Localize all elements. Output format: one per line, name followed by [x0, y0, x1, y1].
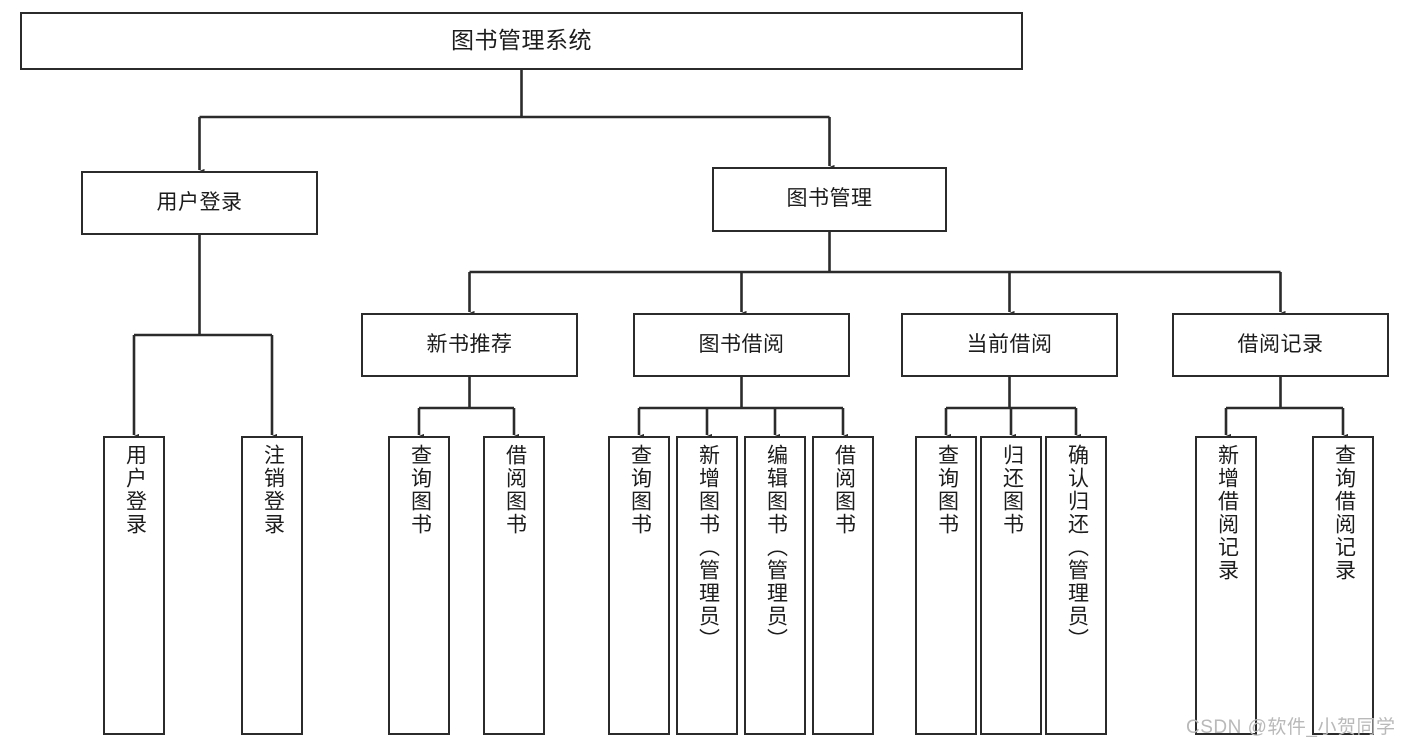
node-label: 用户登录 — [123, 444, 147, 536]
node-label: 新增图书（管理员） — [696, 444, 720, 651]
node-label: 确认归还（管理员） — [1065, 444, 1089, 651]
node-label: 借阅图书 — [832, 444, 856, 536]
node-n-book-borrow: 图书借阅 — [633, 313, 850, 377]
node-n-current-borrow: 当前借阅 — [901, 313, 1118, 377]
node-leaf-borrow-book-1: 借阅图书 — [483, 436, 545, 735]
node-label: 查询图书 — [408, 444, 432, 536]
node-leaf-borrow-book-2: 借阅图书 — [812, 436, 874, 735]
node-label: 图书管理系统 — [451, 27, 592, 54]
node-label: 图书借阅 — [698, 332, 785, 356]
node-leaf-query-record: 查询借阅记录 — [1312, 436, 1374, 735]
node-leaf-return-book: 归还图书 — [980, 436, 1042, 735]
node-label: 图书管理 — [786, 187, 873, 211]
node-leaf-edit-book: 编辑图书（管理员） — [744, 436, 806, 735]
node-label: 新书推荐 — [426, 332, 513, 356]
node-leaf-add-record: 新增借阅记录 — [1195, 436, 1257, 735]
node-n-new-book-rec: 新书推荐 — [361, 313, 578, 377]
node-label: 用户登录 — [156, 190, 243, 214]
node-leaf-query-book-2: 查询图书 — [608, 436, 670, 735]
node-leaf-logout: 注销登录 — [241, 436, 303, 735]
watermark: CSDN @软件_小贺同学 — [1186, 717, 1396, 738]
node-leaf-query-book-3: 查询图书 — [915, 436, 977, 735]
node-leaf-add-book: 新增图书（管理员） — [676, 436, 738, 735]
node-label: 编辑图书（管理员） — [764, 444, 788, 651]
node-label: 借阅图书 — [503, 444, 527, 536]
node-label: 归还图书 — [1000, 444, 1024, 536]
node-n-user-login: 用户登录 — [81, 171, 318, 235]
node-label: 当前借阅 — [966, 332, 1053, 356]
node-leaf-query-book-1: 查询图书 — [388, 436, 450, 735]
node-label: 查询图书 — [628, 444, 652, 536]
node-n-borrow-record: 借阅记录 — [1172, 313, 1389, 377]
node-label: 查询借阅记录 — [1332, 444, 1356, 582]
node-root: 图书管理系统 — [20, 12, 1023, 70]
node-leaf-confirm-return: 确认归还（管理员） — [1045, 436, 1107, 735]
node-label: 注销登录 — [261, 444, 285, 536]
node-label: 新增借阅记录 — [1215, 444, 1239, 582]
node-label: 查询图书 — [935, 444, 959, 536]
node-n-book-mgmt: 图书管理 — [712, 167, 947, 232]
node-label: 借阅记录 — [1237, 332, 1324, 356]
node-leaf-user-login: 用户登录 — [103, 436, 165, 735]
